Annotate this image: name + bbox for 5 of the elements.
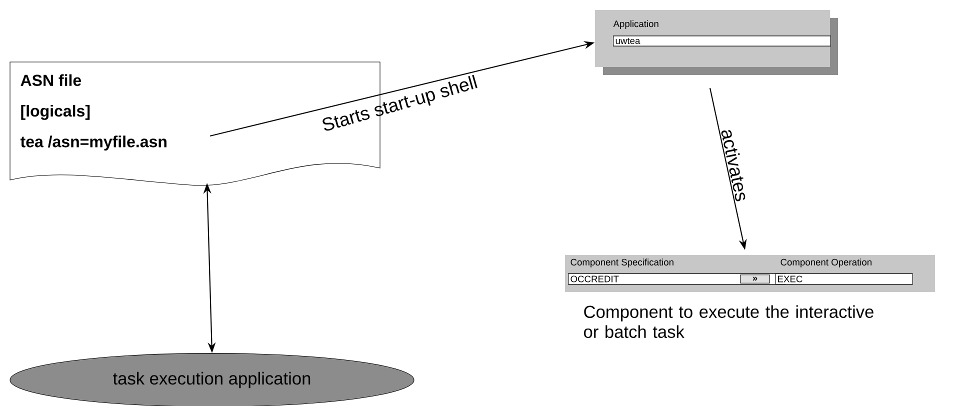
edge-label: activates [721,130,746,202]
caption-text: Component to execute the interactive or batch task [584,305,874,338]
application-window: Application uwtea [595,10,838,75]
component-window: Component Specification OCCREDIT » Component Operation EXEC [565,255,935,292]
edge-label: Starts start-up shell [322,74,478,131]
